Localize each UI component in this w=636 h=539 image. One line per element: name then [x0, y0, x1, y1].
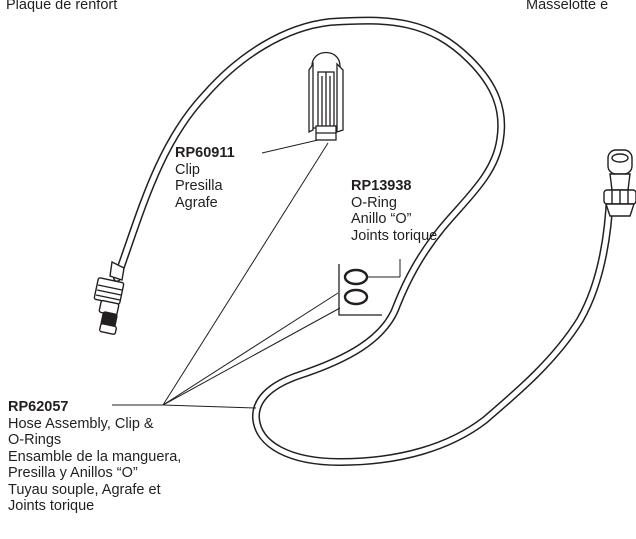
hose-fitting-right [603, 149, 636, 217]
o-ring-inset [338, 264, 382, 316]
hose-assembly-line-6: Joints torique [8, 498, 95, 514]
o-ring-name-es: Anillo “O” [351, 211, 412, 227]
o-ring-part-number: RP13938 [351, 178, 412, 194]
o-ring-name-fr: Joints torique [351, 227, 438, 244]
clip-part-number: RP60911 [175, 145, 235, 161]
clip-name-fr: Agrafe [175, 194, 218, 211]
hose-tube [113, 16, 614, 466]
clip-name-es: Presilla [175, 178, 223, 194]
o-ring-name-en: O-Ring [351, 194, 397, 211]
hose-assembly-part-number: RP62057 [8, 399, 69, 415]
hose-assembly-line-3: Ensamble de la manguera, [8, 448, 182, 465]
clip-callout: RP60911 Clip Presilla Agrafe [175, 145, 235, 211]
o-ring-callout: RP13938 O-Ring Anillo “O” Joints torique [351, 178, 437, 244]
clip-name-en: Clip [175, 161, 200, 178]
hose-fitting-left [93, 260, 125, 335]
top-left-label: Plaque de renfort [6, 0, 118, 13]
leader-lines [112, 139, 401, 409]
hose-assembly-line-1: Hose Assembly, Clip & [8, 415, 154, 432]
clip-part [308, 51, 344, 141]
hose-assembly-line-5: Tuyau souple, Agrafe et [8, 481, 161, 498]
hose-assembly-callout: RP62057 Hose Assembly, Clip & O-Rings En… [8, 399, 181, 515]
hose-assembly-line-4: Presilla y Anillos “O” [8, 465, 138, 481]
hose-assembly-line-2: O-Rings [8, 432, 62, 448]
top-right-label: Masselotte e [526, 0, 609, 13]
